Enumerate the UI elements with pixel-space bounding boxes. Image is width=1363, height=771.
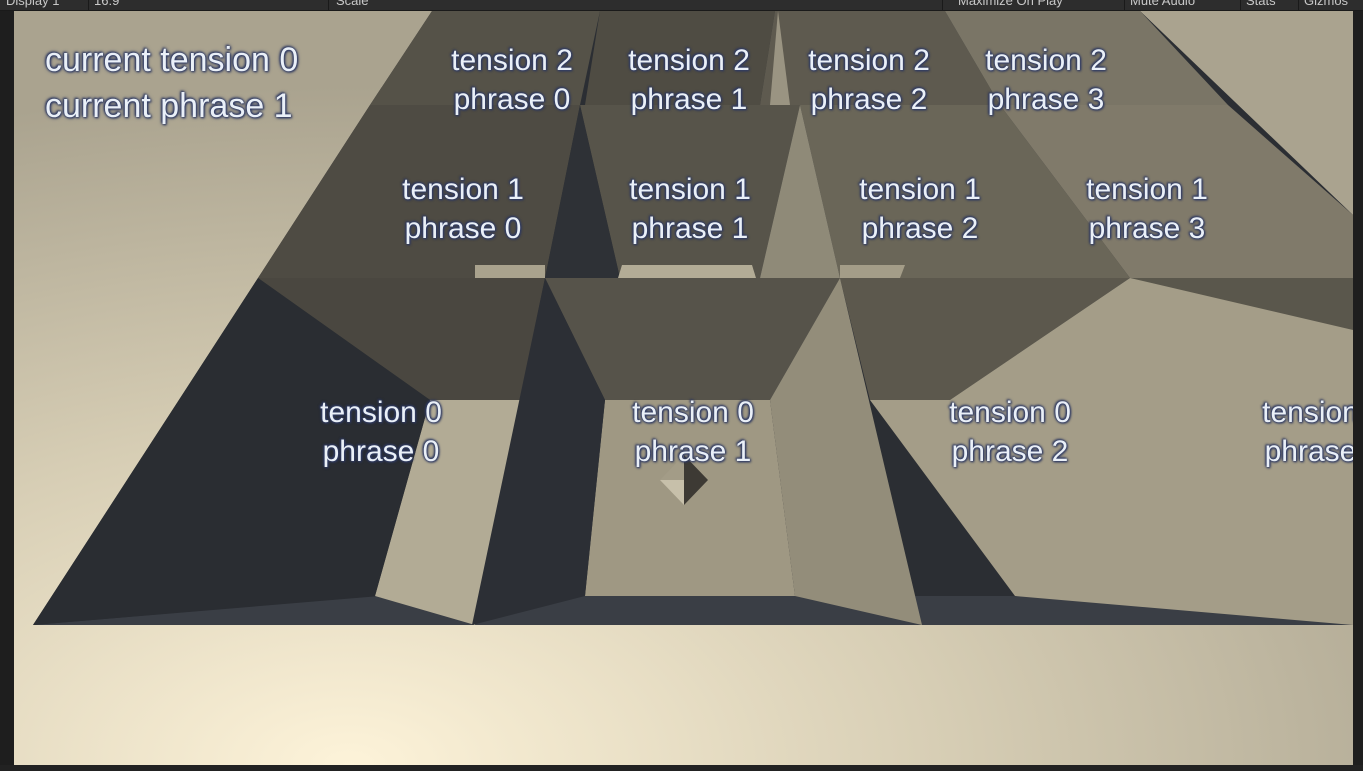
bottom-border xyxy=(0,765,1363,771)
gizmos-dropdown[interactable]: Gizmos xyxy=(1298,0,1363,10)
stats-toggle[interactable]: Stats xyxy=(1240,0,1299,10)
display-dropdown[interactable]: Display 1 xyxy=(0,0,89,10)
scale-slider[interactable]: Scale xyxy=(330,0,943,10)
mute-audio-toggle[interactable]: Mute Audio xyxy=(1124,0,1241,10)
scene-render xyxy=(14,11,1353,765)
current-phrase-text: current phrase 1 xyxy=(45,87,293,125)
player-gem xyxy=(660,455,708,505)
maximize-on-play-toggle[interactable]: Maximize On Play xyxy=(952,0,1125,10)
aspect-dropdown[interactable]: 16:9 xyxy=(88,0,329,10)
current-tension-text: current tension 0 xyxy=(45,41,299,79)
hud: current tension 0 current phrase 1 xyxy=(45,37,298,129)
game-view-toolbar: Display 1 16:9 Scale Maximize On Play Mu… xyxy=(0,0,1363,11)
game-view[interactable]: current tension 0 current phrase 1 tensi… xyxy=(14,11,1353,765)
